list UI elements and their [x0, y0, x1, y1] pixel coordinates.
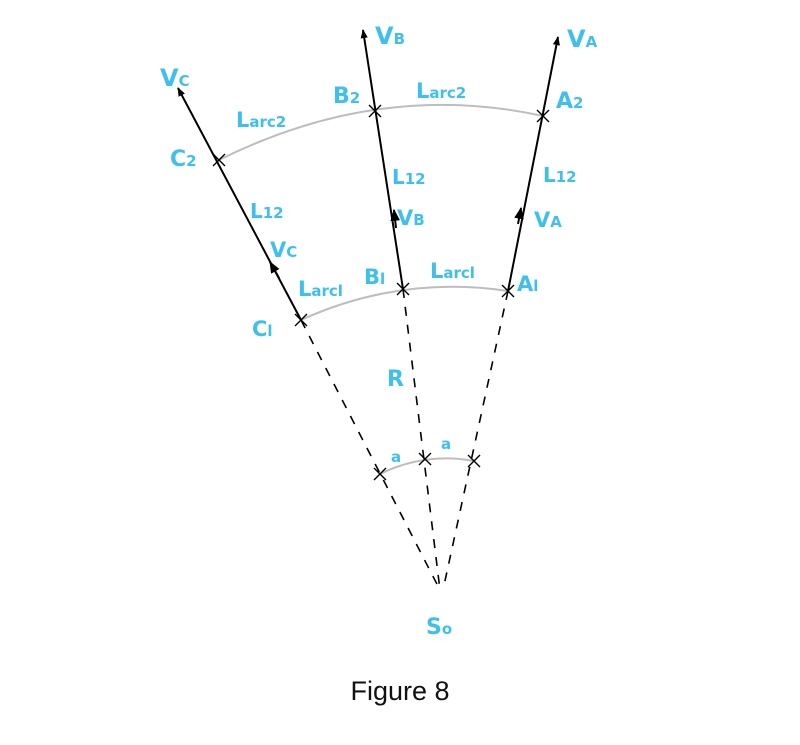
label-a1: Al [517, 272, 538, 296]
arrow-vb-mid [390, 208, 400, 229]
label-l12-mid: L12 [392, 165, 426, 189]
label-a-left: a [391, 448, 401, 466]
cross-markers [212, 104, 550, 481]
label-va-top: VA [567, 25, 598, 53]
label-vc-top: VC [160, 64, 190, 92]
label-b2: B2 [333, 84, 360, 109]
label-c1: Cl [252, 317, 273, 341]
label-c2: C2 [170, 147, 197, 172]
arrow-va-mid [514, 206, 524, 225]
ray-c [177, 87, 302, 321]
ray-a [507, 36, 560, 292]
arrow-vc-mid [269, 260, 280, 279]
label-b1: Bl [364, 265, 385, 289]
label-vb-mid: VB [397, 206, 425, 230]
label-larc2-left: Larc2 [236, 108, 286, 132]
arc-outer [218, 103, 544, 161]
dashed-ray-c [300, 319, 441, 591]
label-l12-left: L12 [250, 199, 284, 223]
label-a2: A2 [556, 89, 583, 114]
label-vc-mid: VC [270, 238, 297, 262]
label-a-right: a [441, 435, 451, 453]
label-larc1-left: Larcl [298, 277, 343, 301]
label-so: So [426, 615, 452, 640]
label-l12-right: L12 [543, 163, 577, 187]
dashed-ray-b [402, 288, 441, 591]
label-larc2-right: Larc2 [416, 79, 466, 103]
label-va-mid: VA [534, 208, 562, 232]
ray-b [360, 29, 404, 290]
dashed-ray-a [442, 290, 509, 591]
label-vb-top: VB [375, 22, 405, 50]
label-larc1-right: Larcl [430, 259, 475, 283]
label-r: R [387, 367, 404, 392]
figure-caption: Figure 8 [350, 676, 450, 706]
